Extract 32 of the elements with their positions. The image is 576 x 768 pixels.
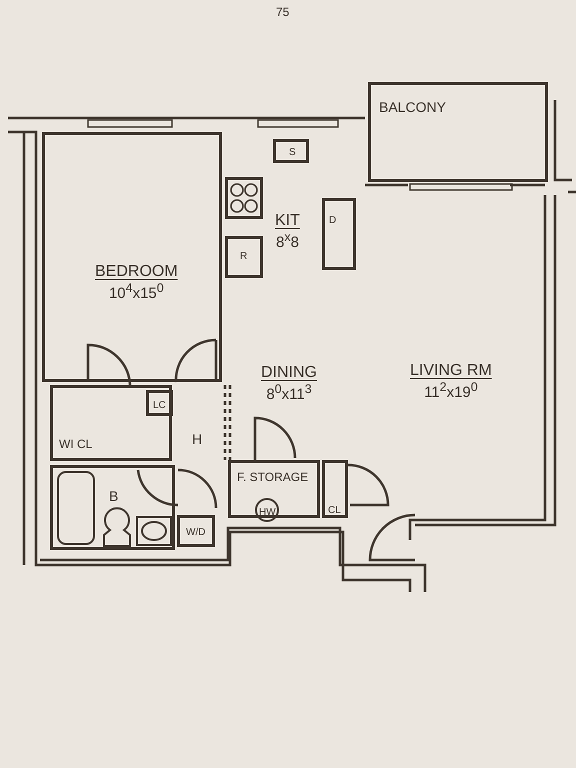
room-name: BEDROOM [95, 263, 178, 282]
bedroom-room [42, 132, 222, 382]
room-label: F. STORAGE [237, 471, 308, 485]
linen-closet [146, 390, 173, 416]
room-name: LIVING RM [410, 362, 492, 380]
room-label: R [240, 251, 248, 262]
room-dimensions: 11$^{2}$x19$^{0}$ [423, 380, 479, 402]
refrigerator-box [225, 236, 263, 278]
room-label: CL [328, 505, 341, 516]
room-label: W/D [186, 527, 206, 538]
room-label: H [192, 431, 202, 448]
room-dimensions: 8$^{x}$8 [275, 230, 300, 252]
room-label: B [109, 488, 118, 504]
page-number: 75 [276, 6, 290, 18]
room-label: LC [153, 400, 166, 412]
balcony-area [368, 82, 548, 182]
washer-dryer-closet [177, 515, 215, 547]
room-dimensions: 8$^{0}$x11$^{3}$ [265, 382, 313, 404]
room-label: D [329, 215, 336, 226]
room-label: HW [259, 507, 276, 518]
room-label: WI CL [59, 438, 92, 452]
room-label: S [289, 147, 296, 158]
room-name: KIT [275, 212, 300, 230]
coat-closet [322, 460, 348, 518]
water-heater-circle [255, 498, 279, 522]
sink-counter [273, 139, 309, 163]
walk-in-closet [50, 385, 172, 461]
room-label: BALCONY [379, 99, 446, 116]
bathroom-room [50, 465, 175, 550]
room-dimensions: 10$^{4}$x15$^{0}$ [108, 281, 165, 303]
room-name: DINING [261, 364, 317, 382]
dishwasher-counter [322, 198, 356, 270]
